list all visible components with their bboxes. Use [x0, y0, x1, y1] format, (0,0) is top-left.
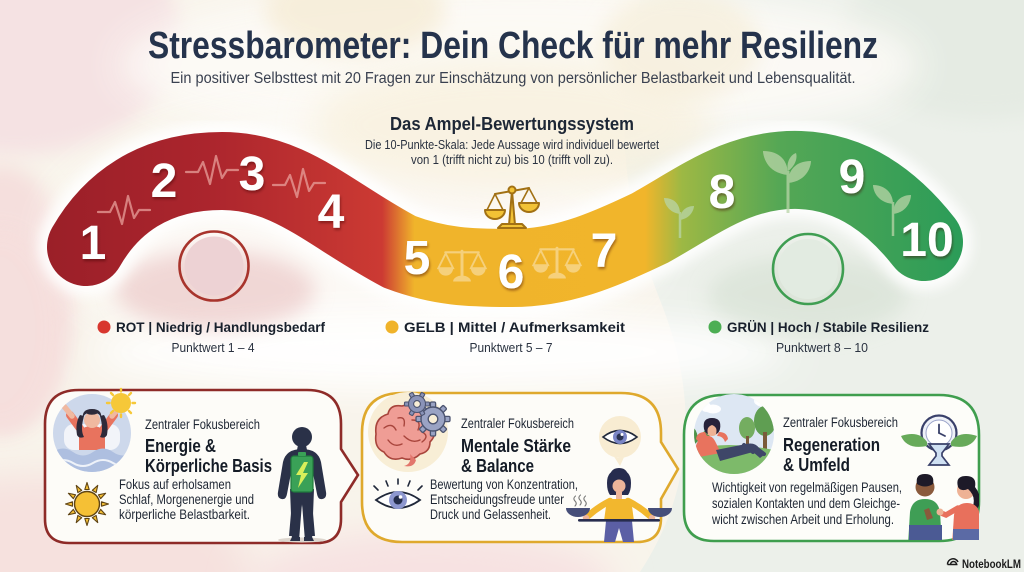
svg-text:3: 3	[239, 148, 266, 201]
svg-text:GELB | Mittel / Aufmerksamkeit: GELB | Mittel / Aufmerksamkeit	[404, 319, 625, 335]
svg-text:NotebookLM: NotebookLM	[962, 559, 1021, 571]
svg-text:Stressbarometer: Dein Check fü: Stressbarometer: Dein Check für mehr Res…	[148, 25, 878, 67]
svg-text:Entscheidungsfreude unter: Entscheidungsfreude unter	[430, 492, 564, 507]
svg-text:von 1 (trifft nicht zu) bis 10: von 1 (trifft nicht zu) bis 10 (trifft v…	[411, 152, 613, 167]
svg-text:wicht zwischen Arbeit und Erho: wicht zwischen Arbeit und Erholung.	[711, 511, 894, 527]
svg-text:Zentraler Fokusbereich: Zentraler Fokusbereich	[461, 416, 574, 431]
svg-text:Ein positiver Selbsttest mit 2: Ein positiver Selbsttest mit 20 Fragen z…	[171, 70, 856, 87]
svg-text:sozialen Kontakten und dem Gle: sozialen Kontakten und dem Gleichge-	[712, 495, 900, 511]
svg-text:10: 10	[900, 214, 953, 267]
svg-text:5: 5	[404, 232, 431, 285]
svg-text:Zentraler Fokusbereich: Zentraler Fokusbereich	[145, 417, 260, 432]
svg-text:Regeneration: Regeneration	[783, 435, 880, 455]
svg-text:Zentraler Fokusbereich: Zentraler Fokusbereich	[783, 415, 898, 430]
svg-text:4: 4	[318, 186, 345, 239]
svg-text:8: 8	[709, 166, 736, 219]
svg-text:Das Ampel-Bewertungssystem: Das Ampel-Bewertungssystem	[390, 114, 634, 134]
svg-text:9: 9	[839, 151, 866, 204]
svg-text:7: 7	[591, 225, 618, 278]
svg-text:1: 1	[80, 217, 107, 270]
svg-text:Energie &: Energie &	[145, 436, 216, 456]
svg-text:Fokus auf erholsamen: Fokus auf erholsamen	[119, 477, 231, 492]
svg-text:& Balance: & Balance	[461, 456, 534, 476]
svg-text:körperliche Belastbarkeit.: körperliche Belastbarkeit.	[119, 507, 250, 522]
svg-text:Punktwert 5 – 7: Punktwert 5 – 7	[470, 341, 553, 355]
svg-text:Mentale Stärke: Mentale Stärke	[461, 436, 571, 456]
svg-text:Körperliche Basis: Körperliche Basis	[145, 456, 272, 476]
svg-text:Punktwert 8 – 10: Punktwert 8 – 10	[776, 341, 868, 355]
svg-text:Druck und Gelassenheit.: Druck und Gelassenheit.	[430, 507, 551, 522]
svg-text:Die 10-Punkte-Skala: Jede Auss: Die 10-Punkte-Skala: Jede Aussage wird i…	[365, 137, 659, 152]
svg-text:Wichtigkeit von regelmäßigen P: Wichtigkeit von regelmäßigen Pausen,	[712, 479, 902, 495]
svg-text:Punktwert 1 – 4: Punktwert 1 – 4	[172, 341, 255, 355]
svg-text:2: 2	[151, 155, 178, 208]
svg-text:6: 6	[498, 246, 525, 299]
svg-text:& Umfeld: & Umfeld	[783, 455, 850, 475]
svg-text:GRÜN | Hoch / Stabile Resilien: GRÜN | Hoch / Stabile Resilienz	[727, 319, 929, 335]
svg-text:Bewertung von Konzentration,: Bewertung von Konzentration,	[430, 477, 578, 492]
svg-text:ROT | Niedrig / Handlungsbedar: ROT | Niedrig / Handlungsbedarf	[116, 319, 325, 335]
svg-text:Schlaf, Morgenenergie und: Schlaf, Morgenenergie und	[119, 492, 254, 507]
